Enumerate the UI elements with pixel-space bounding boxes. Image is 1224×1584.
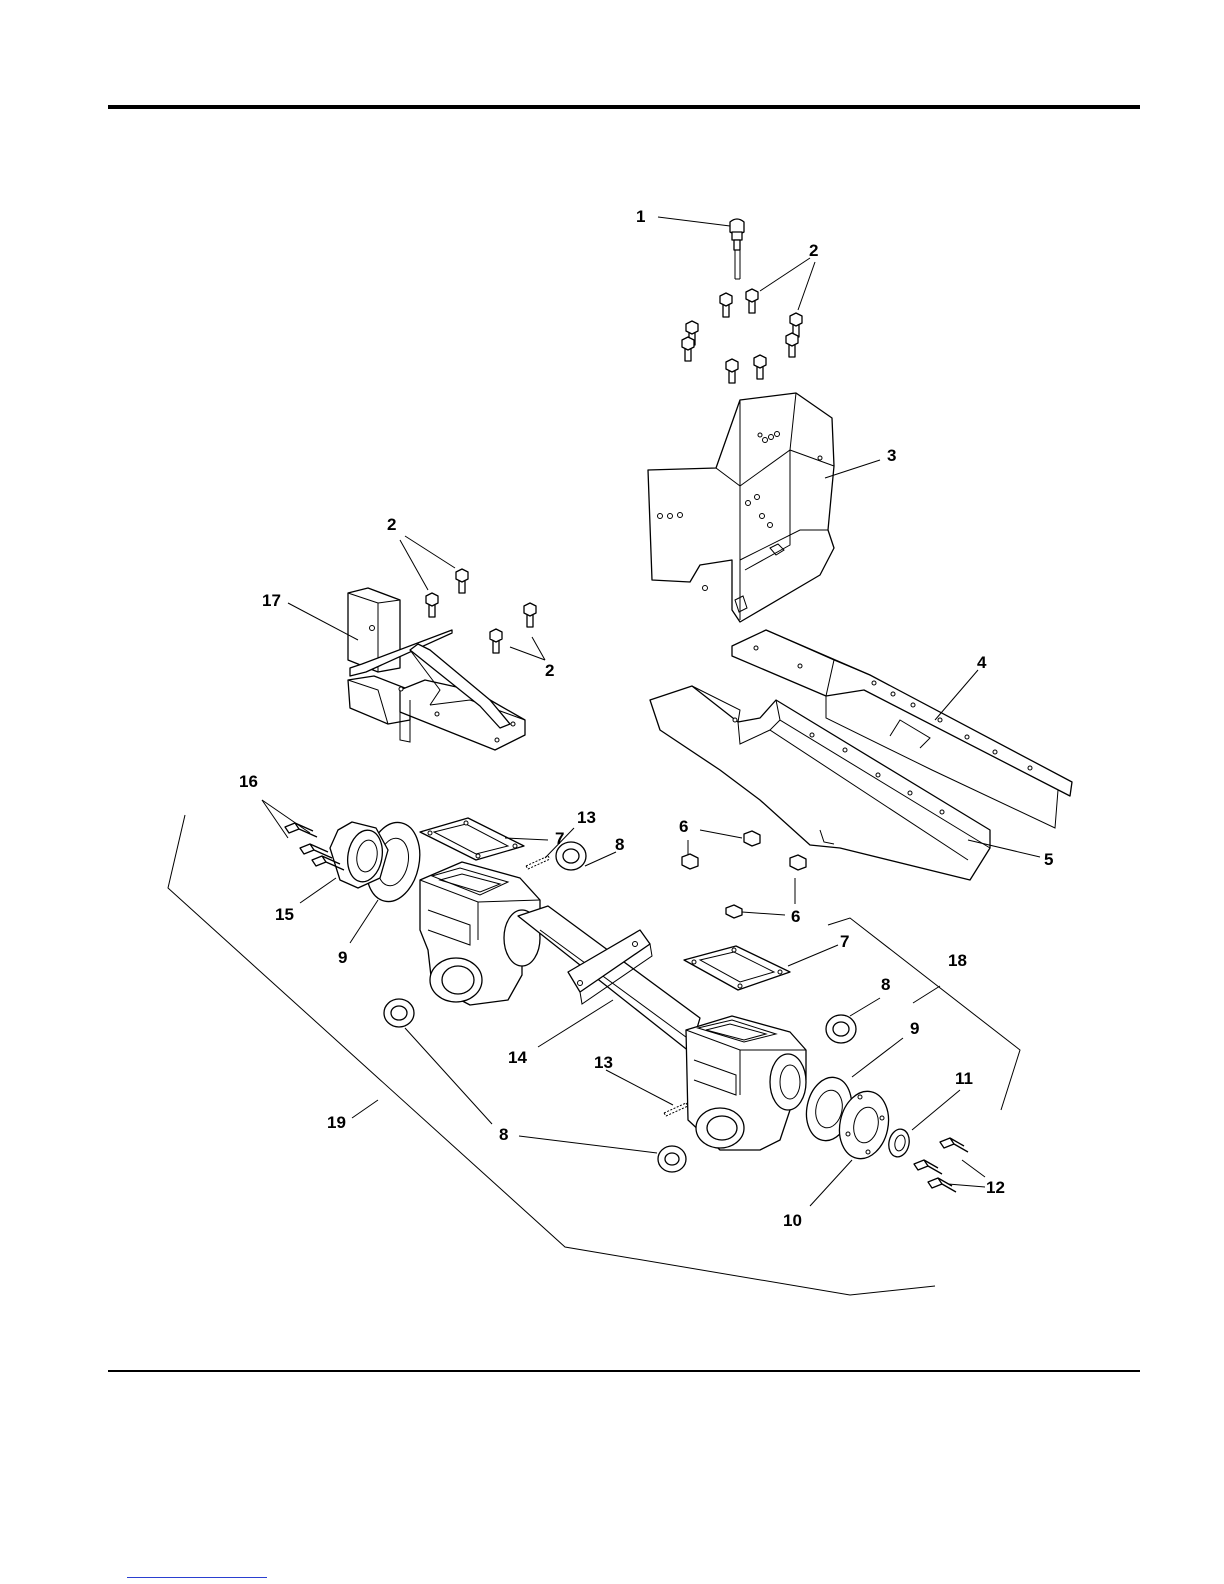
callout-10: 10 [783,1211,802,1230]
callout-12: 12 [986,1178,1005,1197]
callout-14: 14 [508,1048,527,1067]
part-12-bolts [914,1138,968,1192]
callout-6-upper: 6 [679,817,688,836]
bolt-12 [490,629,502,653]
callout-7-right: 7 [840,932,849,951]
callout-4: 4 [977,653,987,672]
callout-9-left: 9 [338,948,347,967]
part-11-washer [886,1127,911,1159]
gearbox-left [420,862,540,1005]
part-6-nuts [682,831,806,918]
callout-19: 19 [327,1113,346,1132]
gearbox-right [686,1016,806,1150]
bolt-5 [682,337,694,361]
callout-18: 18 [948,951,967,970]
callout-13-upper: 13 [577,808,596,827]
bolt-8 [754,355,766,379]
callout-3: 3 [887,446,896,465]
callout-9-right: 9 [910,1019,919,1038]
callout-2-left: 2 [387,515,396,534]
callout-2-top: 2 [809,241,818,260]
bolt-10 [426,593,438,617]
callout-2-mid: 2 [545,661,554,680]
callout-17: 17 [262,591,281,610]
callout-6-lower: 6 [791,907,800,926]
part-14-axle-tube [518,906,700,1052]
callout-16: 16 [239,772,258,791]
callout-8-upper: 8 [615,835,624,854]
callout-13-lower: 13 [594,1053,613,1072]
callout-7-left: 7 [555,829,564,848]
bolt-2 [746,289,758,313]
part-7-gasket-left [420,818,524,860]
bolt-9 [456,569,468,593]
callout-15: 15 [275,905,294,924]
callout-5: 5 [1044,850,1053,869]
leader-lines [168,217,1040,1295]
part-17-bracket [348,588,525,750]
bolt-1 [720,293,732,317]
callout-8-lower: 8 [499,1125,508,1144]
callout-8-right: 8 [881,975,890,994]
bolt-6 [786,333,798,357]
bolt-11 [524,603,536,627]
part-7-gasket-right [684,946,790,990]
part-3-housing [648,393,834,622]
bolt-7 [726,359,738,383]
callout-1: 1 [636,207,645,226]
callout-11: 11 [955,1069,973,1088]
part-1-dipstick [730,219,744,279]
